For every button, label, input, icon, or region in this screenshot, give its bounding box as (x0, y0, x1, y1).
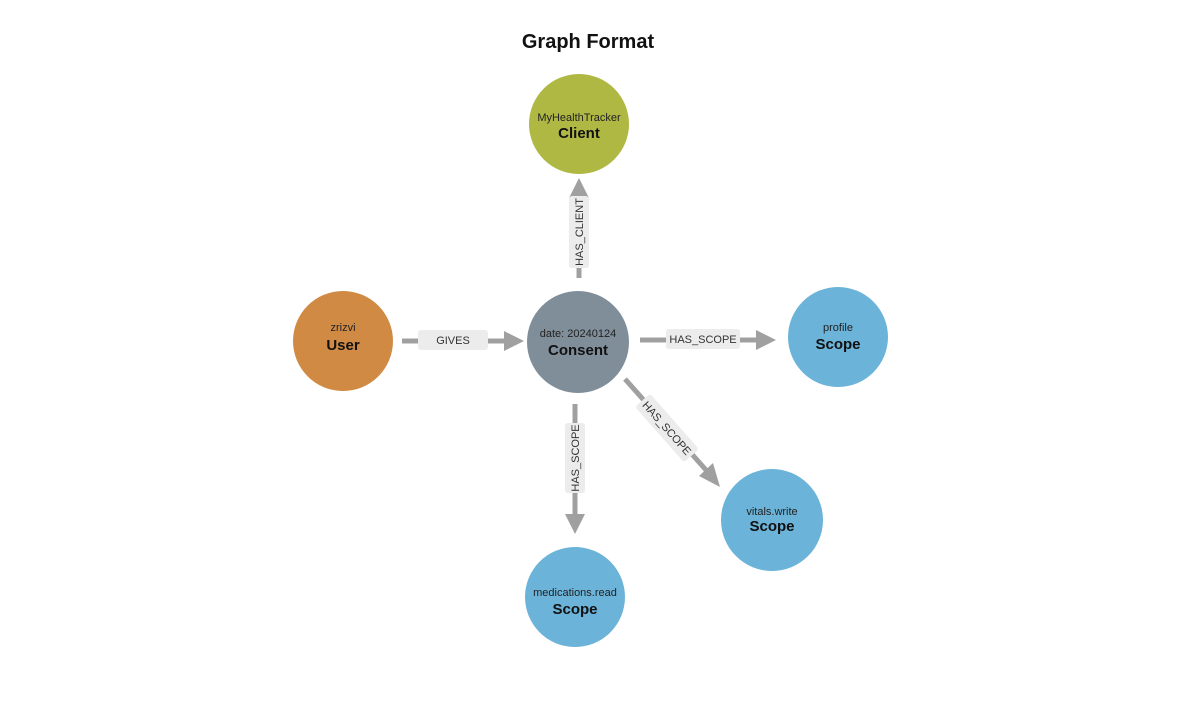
node-consent-label: Consent (548, 342, 608, 359)
node-scope-vitals-label: Scope (749, 518, 794, 535)
node-client[interactable]: MyHealthTracker Client (529, 74, 629, 174)
node-user[interactable]: zrizvi User (293, 291, 393, 391)
node-user-label: User (326, 337, 360, 354)
node-scope-vitals-property: vitals.write (746, 506, 797, 518)
edge-has-scope-profile-arrowhead (756, 330, 776, 350)
edge-has-client-label: HAS_CLIENT (574, 198, 586, 266)
node-scope-medications[interactable]: medications.read Scope (525, 547, 625, 647)
node-consent-circle (527, 291, 629, 393)
node-scope-profile-circle (788, 287, 888, 387)
node-client-circle (529, 74, 629, 174)
edge-has-scope-profile-label-bg (666, 329, 740, 349)
edge-gives-arrowhead (504, 331, 524, 351)
edge-has-scope-medications-label: HAS_SCOPE (570, 424, 582, 491)
node-scope-medications-label: Scope (552, 601, 597, 618)
edge-has-client-arrowhead (569, 178, 589, 198)
edge-has-scope-vitals-label: HAS_SCOPE (639, 400, 693, 458)
node-scope-medications-property: medications.read (533, 587, 617, 599)
node-scope-medications-circle (525, 547, 625, 647)
node-scope-profile[interactable]: profile Scope (788, 287, 888, 387)
node-scope-vitals-circle (721, 469, 823, 571)
edge-has-scope-profile[interactable]: HAS_SCOPE (640, 329, 776, 350)
node-scope-profile-property: profile (823, 322, 853, 334)
edge-has-scope-vitals-arrowhead (699, 463, 720, 487)
edge-gives-label: GIVES (436, 335, 470, 347)
node-scope-profile-label: Scope (815, 336, 860, 353)
node-scope-vitals[interactable]: vitals.write Scope (721, 469, 823, 571)
edge-has-scope-medications[interactable]: HAS_SCOPE (565, 404, 585, 534)
edge-gives-label-bg (418, 330, 488, 350)
node-client-property: MyHealthTracker (537, 112, 621, 124)
node-consent-property: date: 20240124 (540, 328, 616, 340)
edge-has-scope-medications-label-bg (565, 423, 585, 493)
edge-has-scope-medications-arrowhead (565, 514, 585, 534)
node-user-property: zrizvi (330, 322, 355, 334)
node-consent[interactable]: date: 20240124 Consent (527, 291, 629, 393)
edge-has-scope-vitals[interactable]: HAS_SCOPE (623, 377, 720, 487)
node-user-circle (293, 291, 393, 391)
edge-has-client-label-bg (569, 196, 589, 268)
edge-has-scope-profile-label: HAS_SCOPE (669, 334, 736, 346)
edge-gives[interactable]: GIVES (402, 330, 524, 351)
edge-has-scope-vitals-label-bg (636, 394, 698, 462)
diagram-title: Graph Format (522, 31, 655, 53)
node-client-label: Client (558, 125, 600, 142)
edge-has-client[interactable]: HAS_CLIENT (569, 178, 589, 278)
